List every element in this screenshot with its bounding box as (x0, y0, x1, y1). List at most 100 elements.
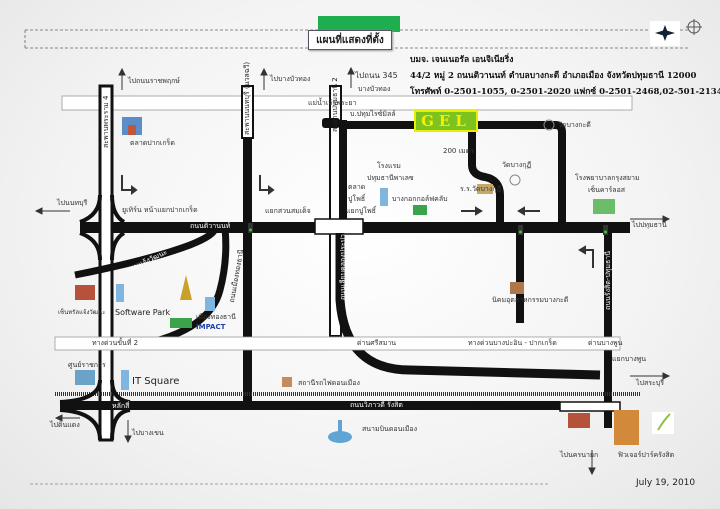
school-icon (477, 184, 493, 194)
place-school: ร.ร.วัดบางกุฏี (460, 185, 502, 193)
distance-label: 200 เมตร (443, 147, 474, 155)
label-tiwanon: ถนนติวานนท์ (190, 222, 231, 230)
place-pakkret-market: ตลาดปากเกร็ด (130, 139, 175, 147)
central-mall-icon (75, 285, 95, 300)
impact-building-icon (170, 297, 215, 328)
road-vibhavadi-white (559, 401, 621, 412)
company-name: บมจ. เจนเนอรัล เอนจิเนียริ่ง (410, 55, 514, 65)
river-band (61, 95, 633, 111)
place-laksi: หลักสี่ (112, 402, 130, 410)
place-hospital-1: โรงพยาบาลกรุงสยาม (575, 174, 640, 182)
overpass (314, 218, 364, 235)
compass-icon (650, 21, 680, 46)
interchange-laksi (59, 379, 131, 441)
direction-pathumthani: ไปปทุมธานี (632, 221, 667, 229)
place-suan-somdet: แยกสวนสมเด็จ (265, 207, 311, 215)
label-pathum-bridge2: สะพานปทุมธานี 2 (331, 77, 339, 132)
place-it-square: IT Square (132, 376, 180, 387)
place-market-2: ปูโพธิ์ (348, 195, 366, 203)
airport-icon (328, 420, 352, 443)
label-bangpain-expressway: ทางด่วนบางปะอิน - ปากเกร็ด (468, 339, 557, 347)
road-bangkuti (468, 125, 504, 228)
place-hospital-2: เซ็นคาร์ลอส (588, 186, 626, 194)
place-donmuang-airport: สนามบินดอนเมือง (362, 425, 417, 433)
place-sriseman-toll: ด่านศรีสมาน (357, 339, 397, 347)
place-central: เซ็นทรัลแจ้งวัฒนะ (58, 309, 106, 316)
label-vibhavadi: ถนนวิภาวดี รังสิต (350, 401, 403, 409)
place-industrial: นิคมอุตสาหกรรมบางกะดี (492, 296, 569, 304)
road-industrial (516, 228, 524, 323)
place-software-park: Software Park (115, 308, 171, 317)
mall-icon (568, 410, 639, 445)
market-building-icon (122, 117, 142, 135)
direction-345: ไปถนน 345 (355, 71, 398, 80)
road-muangthong-curve (139, 227, 230, 349)
road-muangek (335, 233, 601, 380)
office-building-icon (116, 284, 124, 302)
place-ban-pathum: บ.ปทุมไรซ์มิลล์ (350, 110, 396, 118)
it-square-building-icon (121, 370, 129, 390)
golf-icon (413, 205, 427, 215)
place-u-turn: ยูเทิร์น หน้าแยกปากเกร็ด (122, 206, 198, 214)
industrial-building-icon (510, 282, 524, 294)
label-muangek-road: ถนนเลียบคลองประปา (339, 234, 347, 300)
direction-bangbuathong: ไปบางบัวทอง (270, 75, 311, 83)
turn-arrows (121, 175, 594, 268)
label-rangsit-pathum: ถนนรังสิต-ปทุมธานี (604, 251, 612, 310)
place-bangphun-toll: ด่านบางพูน (588, 339, 623, 347)
place-muangthong: เมืองทองธานี (196, 313, 236, 321)
place-gov-center: ศูนย์ราชการ (68, 361, 106, 369)
gel-logo: GEL (414, 110, 478, 132)
label-bridge4: สะพานพระราม 4 (102, 95, 110, 148)
map-date: July 19, 2010 (636, 478, 696, 488)
road-nonthaburi (243, 138, 252, 403)
direction-ratchaphruek: ไปถนนราชพฤกษ์ (128, 77, 180, 85)
road-vibhavadi (60, 401, 560, 410)
traffic-light-icon (603, 225, 608, 235)
place-donmuang-station: สถานีรถไฟดอนเมือง (298, 379, 360, 387)
road-pathum-black (339, 120, 347, 230)
company-phone: โทรศัพท์ 0-2501-1055, 0-2501-2020 แฟกซ์ … (410, 87, 720, 97)
title-tab (318, 16, 400, 32)
road-expressway (54, 336, 621, 351)
interchange-4 (79, 194, 126, 261)
place-hotel-1: โรงแรม (377, 162, 401, 170)
hospital-icon (593, 199, 615, 214)
label-nonthaburi-bridge: สะพานนนทบุรี (นวลฉวี) (243, 61, 251, 135)
place-hotel-2: ปทุมธานีพาเลซ (367, 174, 414, 182)
place-market-1: ตลาด (348, 183, 366, 191)
place-golf: บางกอกกอล์ฟคลับ (392, 195, 448, 203)
place-wat-bangkadi: วัดบางกะดี (558, 121, 591, 129)
label-river: แม่น้ำเจ้าพระยา (308, 99, 357, 107)
place-future-park: ฟิวเจอร์ปาร์ครังสิต (618, 451, 675, 459)
place-market-3: แยกปูโพธิ์ (346, 207, 376, 215)
government-center-icon (75, 370, 95, 385)
wat-icon (180, 275, 192, 300)
company-address: 44/2 หมู่ 2 ถนนติวานนท์ ตำบลบางกะดี อำเภ… (410, 71, 697, 81)
place-wat-bangkuti: วัดบางกุฏี (502, 161, 532, 169)
map-title: แผนที่แสดงที่ตั้ง (308, 30, 392, 50)
direction-arrows (34, 66, 671, 476)
road-rangsit-pathum (604, 228, 612, 428)
direction-saraburi: ไปสระบุรี (636, 379, 664, 387)
place-bangphun-junction: แยกบางพูน (612, 355, 647, 363)
road-gel (343, 121, 566, 228)
direction-nonthaburi: ไปนนทบุรี (57, 199, 88, 207)
hotel-building-icon (380, 188, 388, 206)
traffic-light-icon (248, 223, 253, 233)
pier-icon (322, 118, 340, 128)
traffic-light-icon (518, 225, 523, 235)
label-expressway2: ทางด่วนขั้นที่ 2 (92, 339, 139, 347)
road-bridge4 (98, 84, 114, 442)
temple-icon (509, 119, 555, 186)
direction-nakhonnayok: ไปนครนายก (560, 451, 599, 459)
crosshair-icon (686, 19, 702, 35)
train-station-icon (282, 377, 292, 387)
place-impact: IMPACT (196, 323, 226, 331)
road-chaengwattana-curve (74, 227, 219, 279)
direction-bangkhen: ไปบางเขน (132, 429, 164, 437)
future-park-logo-icon (652, 412, 674, 434)
direction-dindaeng: ไปดินแดง (50, 421, 80, 429)
